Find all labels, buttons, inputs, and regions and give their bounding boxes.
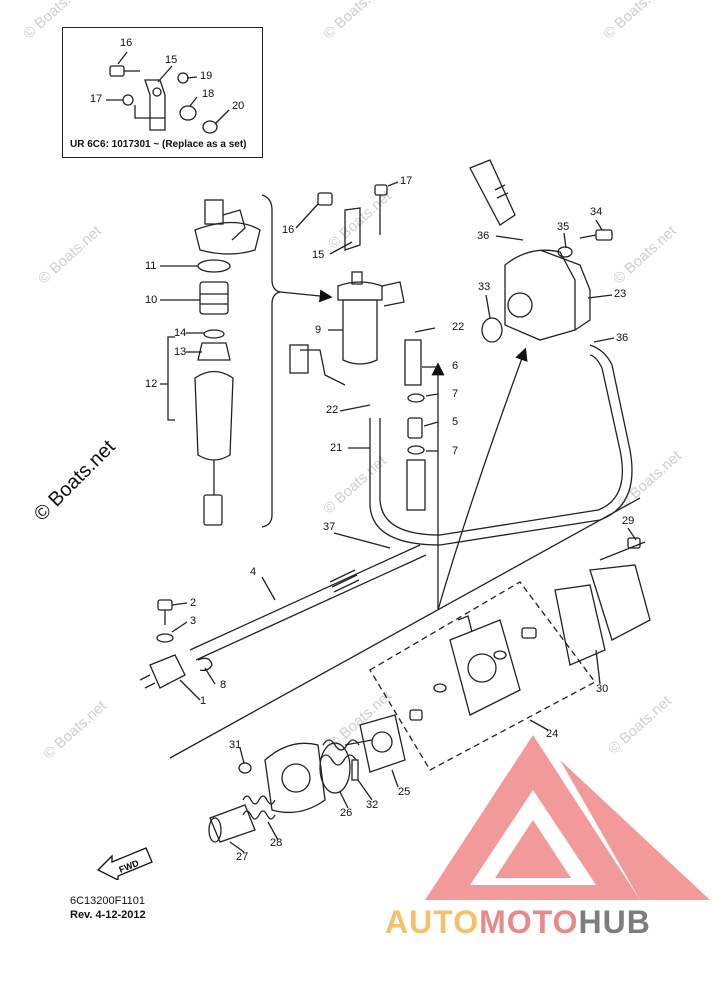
callout-31: 31 — [229, 739, 242, 751]
callout-18: 18 — [202, 88, 215, 100]
callout-36: 36 — [616, 332, 629, 344]
callout-12: 12 — [145, 378, 158, 390]
callout-23: 23 — [614, 288, 627, 300]
callout-1: 1 — [200, 695, 207, 707]
part-code: 6C13200F1101 — [70, 895, 146, 907]
callout-10: 10 — [145, 294, 158, 306]
callout-19: 19 — [200, 70, 213, 82]
callout-5: 5 — [452, 416, 459, 428]
callout-2: 2 — [190, 597, 197, 609]
callout-11: 11 — [145, 260, 157, 272]
callout-20: 20 — [232, 100, 245, 112]
callout-34: 34 — [590, 206, 603, 218]
inset-box — [62, 27, 263, 158]
logo-text-auto: AUTO — [385, 904, 480, 940]
callout-27: 27 — [236, 851, 249, 863]
callout-16: 16 — [282, 224, 295, 236]
callout-3: 3 — [190, 615, 197, 627]
callout-17: 17 — [90, 93, 103, 105]
logo-mark — [425, 735, 710, 900]
automotohub-logo: AUTOMOTOHUB — [385, 904, 651, 941]
callout-6: 6 — [452, 360, 459, 372]
callout-15: 15 — [165, 54, 178, 66]
callout-28: 28 — [270, 837, 283, 849]
callout-16: 16 — [120, 37, 133, 49]
callout-15: 15 — [312, 249, 325, 261]
callout-14: 14 — [174, 327, 187, 339]
callout-22: 22 — [326, 404, 339, 416]
inset-note: UR 6C6: 1017301 ~ (Replace as a set) — [70, 139, 247, 150]
revision-date: Rev. 4-12-2012 — [70, 909, 146, 921]
callout-13: 13 — [174, 346, 187, 358]
logo-text-moto: MOTO — [479, 904, 579, 940]
callout-37: 37 — [323, 521, 336, 533]
callout-8: 8 — [220, 679, 227, 691]
callout-24: 24 — [546, 728, 559, 740]
callout-33: 33 — [478, 281, 491, 293]
callout-30: 30 — [596, 683, 609, 695]
callout-9: 9 — [315, 324, 322, 336]
callout-32: 32 — [366, 799, 379, 811]
callout-29: 29 — [622, 515, 635, 527]
logo-text-hub: HUB — [578, 904, 651, 940]
callout-22: 22 — [452, 321, 465, 333]
forward-arrow-icon: FWD — [96, 847, 153, 880]
callout-25: 25 — [398, 786, 411, 798]
callout-4: 4 — [250, 566, 257, 578]
callout-36: 36 — [477, 230, 490, 242]
drawing-code-block: 6C13200F1101 Rev. 4-12-2012 — [70, 894, 146, 922]
callout-7: 7 — [452, 445, 459, 457]
callout-7: 7 — [452, 388, 459, 400]
callout-26: 26 — [340, 807, 353, 819]
callout-17: 17 — [400, 175, 413, 187]
callout-21: 21 — [330, 442, 343, 454]
callout-35: 35 — [557, 221, 570, 233]
